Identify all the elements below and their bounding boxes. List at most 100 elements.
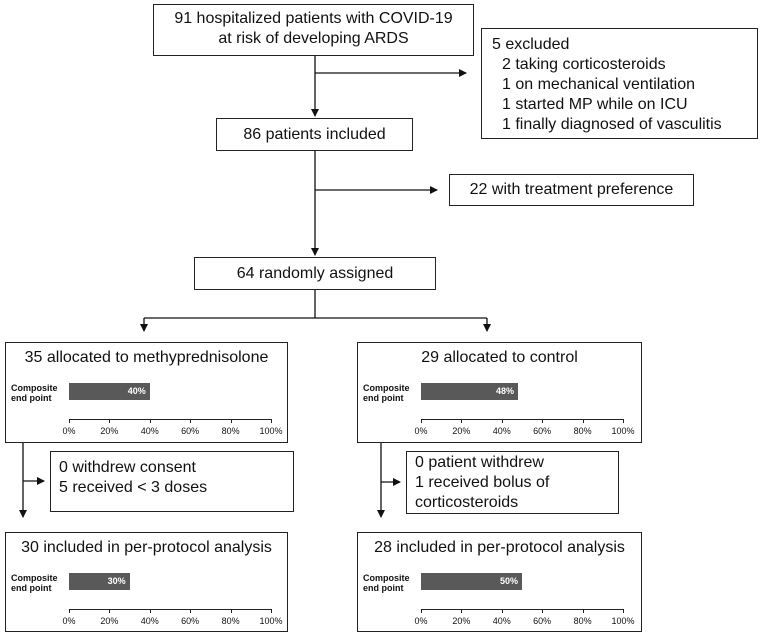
chart-tick bbox=[190, 609, 192, 613]
mp-arm-box: 35 allocated to methyprednisolone Compos… bbox=[5, 342, 288, 443]
chart-category-label: end point bbox=[11, 583, 52, 593]
chart-tick-label: 80% bbox=[221, 426, 240, 436]
chart-tick bbox=[271, 419, 272, 423]
chart-tick bbox=[461, 609, 463, 613]
mp-withdrawal-line: 5 received < 3 doses bbox=[59, 479, 208, 496]
control-withdrawal-line: 0 patient withdrew bbox=[415, 454, 544, 471]
chart-data-label: 50% bbox=[499, 576, 518, 586]
control-arm-title: 29 allocated to control bbox=[421, 349, 578, 366]
chart-tick bbox=[149, 419, 151, 423]
chart-category-label: Composite bbox=[11, 573, 58, 583]
included-box: 86 patients included bbox=[216, 118, 413, 151]
chart-tick-label: 60% bbox=[181, 616, 200, 626]
chart-tick bbox=[149, 609, 151, 613]
chart-category-label: end point bbox=[363, 583, 404, 593]
chart-bar: 40% bbox=[69, 383, 150, 400]
chart-category-label: Composite bbox=[363, 573, 410, 583]
control-pp-box: 28 included in per-protocol analysis Com… bbox=[357, 532, 642, 632]
screened-line-1: 91 hospitalized patients with COVID-19 bbox=[174, 10, 453, 27]
control-withdrawal-line: 1 received bolus of bbox=[415, 474, 550, 491]
control-pp-title: 28 included in per-protocol analysis bbox=[374, 539, 625, 556]
chart-tick-label: 20% bbox=[452, 426, 471, 436]
chart-tick bbox=[421, 419, 422, 423]
chart-bar: 30% bbox=[69, 573, 130, 590]
chart-category-label: end point bbox=[363, 393, 404, 403]
excluded-box: 5 excluded 2 taking corticosteroids 1 on… bbox=[481, 28, 758, 139]
excluded-reason: 1 finally diagnosed of vasculitis bbox=[502, 116, 722, 133]
chart-tick bbox=[69, 419, 70, 423]
chart-tick bbox=[582, 609, 584, 613]
chart-tick bbox=[109, 419, 111, 423]
chart-data-label: 40% bbox=[127, 386, 146, 396]
chart-tick bbox=[230, 609, 232, 613]
excluded-reason: 1 on mechanical ventilation bbox=[502, 76, 696, 93]
chart-tick-label: 60% bbox=[533, 426, 552, 436]
chart-tick-label: 80% bbox=[221, 616, 240, 626]
chart-tick-label: 0% bbox=[62, 426, 76, 436]
screened-box: 91 hospitalized patients with COVID-19 a… bbox=[153, 4, 474, 56]
chart-x-axis bbox=[69, 419, 271, 420]
excluded-reason: 2 taking corticosteroids bbox=[502, 56, 666, 73]
mp-pp-title: 30 included in per-protocol analysis bbox=[21, 539, 272, 556]
chart-tick bbox=[582, 419, 584, 423]
chart-tick bbox=[109, 609, 111, 613]
chart-tick bbox=[501, 419, 503, 423]
chart-tick bbox=[623, 419, 624, 423]
mp-pp-box: 30 included in per-protocol analysis Com… bbox=[5, 532, 288, 632]
randomized-box: 64 randomly assigned bbox=[194, 257, 436, 290]
mp-withdrawal-line: 0 withdrew consent bbox=[59, 459, 196, 476]
chart-tick-label: 20% bbox=[100, 616, 119, 626]
control-withdrawal-line: corticosteroids bbox=[415, 494, 519, 511]
chart-bar: 50% bbox=[421, 573, 522, 590]
chart-category-label: Composite bbox=[11, 383, 58, 393]
chart-tick-label: 100% bbox=[611, 426, 635, 436]
chart-category-label: Composite bbox=[363, 383, 410, 393]
chart-tick bbox=[542, 419, 544, 423]
chart-category-label: end point bbox=[11, 393, 52, 403]
preference-text: 22 with treatment preference bbox=[469, 181, 674, 198]
chart-tick-label: 60% bbox=[181, 426, 200, 436]
chart-tick-label: 40% bbox=[140, 426, 159, 436]
control-withdrawals-box: 0 patient withdrew 1 received bolus of c… bbox=[406, 451, 619, 514]
chart-tick-label: 0% bbox=[62, 616, 76, 626]
chart-tick-label: 60% bbox=[533, 616, 552, 626]
chart-tick-label: 80% bbox=[573, 616, 592, 626]
chart-bar: 48% bbox=[421, 383, 518, 400]
chart-tick bbox=[421, 609, 422, 613]
mp-arm-title: 35 allocated to methyprednisolone bbox=[24, 349, 269, 366]
chart-tick-label: 20% bbox=[452, 616, 471, 626]
chart-tick-label: 100% bbox=[259, 426, 283, 436]
chart-data-label: 48% bbox=[495, 386, 514, 396]
chart-tick bbox=[623, 609, 624, 613]
chart-tick bbox=[501, 609, 503, 613]
chart-tick bbox=[542, 609, 544, 613]
included-text: 86 patients included bbox=[243, 126, 386, 143]
chart-tick-label: 100% bbox=[259, 616, 283, 626]
excluded-title: 5 excluded bbox=[492, 36, 570, 53]
randomized-text: 64 randomly assigned bbox=[236, 265, 394, 282]
screened-line-2: at risk of developing ARDS bbox=[218, 30, 409, 47]
chart-tick-label: 0% bbox=[414, 616, 428, 626]
chart-tick bbox=[69, 609, 70, 613]
chart-x-axis bbox=[421, 419, 623, 420]
excluded-reason: 1 started MP while on ICU bbox=[502, 96, 688, 113]
chart-tick bbox=[271, 609, 272, 613]
mp-withdrawals-box: 0 withdrew consent 5 received < 3 doses bbox=[50, 451, 294, 512]
chart-tick-label: 80% bbox=[573, 426, 592, 436]
chart-tick-label: 40% bbox=[140, 616, 159, 626]
chart-x-axis bbox=[69, 609, 271, 610]
chart-tick-label: 40% bbox=[492, 616, 511, 626]
chart-tick-label: 20% bbox=[100, 426, 119, 436]
chart-tick-label: 100% bbox=[611, 616, 635, 626]
chart-tick bbox=[230, 419, 232, 423]
chart-tick bbox=[190, 419, 192, 423]
chart-tick-label: 40% bbox=[492, 426, 511, 436]
chart-x-axis bbox=[421, 609, 623, 610]
chart-tick bbox=[461, 419, 463, 423]
